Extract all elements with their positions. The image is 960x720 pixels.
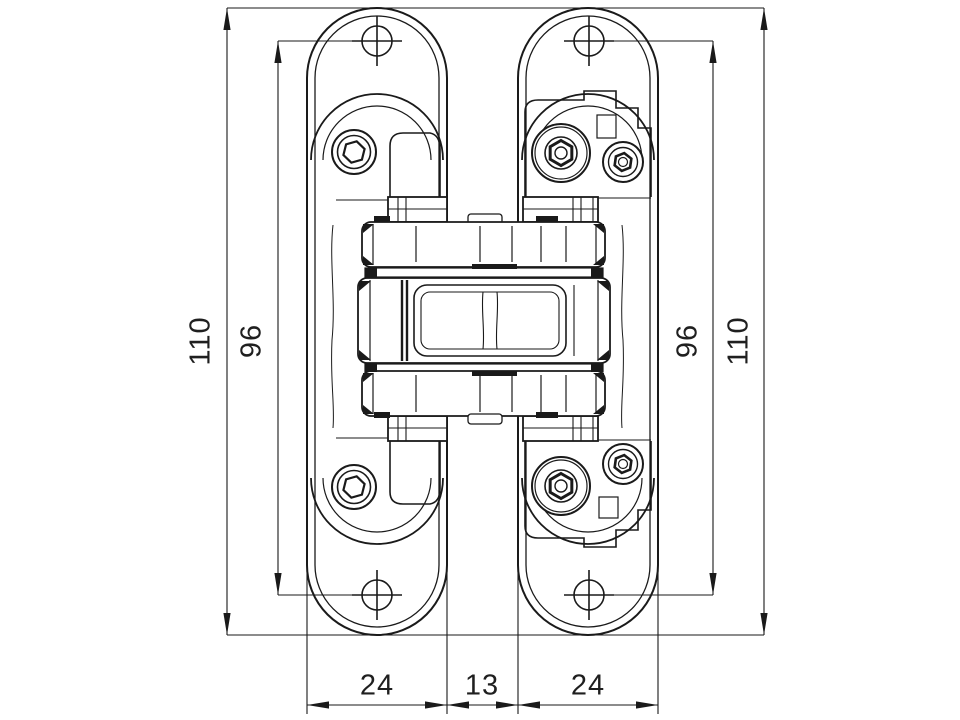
dim-label-bottom-center: 13 [464,669,500,702]
linkage-dark-accents [359,216,609,418]
dim-label-left-inner: 96 [235,323,268,359]
hex-screw-lower-right-small [601,442,645,486]
screw-hole-bottom-right [563,569,615,621]
dim-label-left-outer: 110 [184,316,217,366]
screw-hole-top-left [351,15,403,67]
screw-hole-bottom-left [351,569,403,621]
dimension-arrows [223,8,768,709]
dim-label-right-outer: 110 [722,316,755,366]
dim-label-bottom-left: 24 [359,669,395,702]
hex-screw-upper-right-small [601,140,645,184]
dimension-lines [226,7,765,714]
dim-label-bottom-right: 24 [570,669,606,702]
hex-screw-lower-left [330,463,378,511]
hex-screw-lower-right-large [530,455,592,517]
center-linkage [357,196,611,442]
dim-label-right-inner: 96 [671,323,704,359]
hex-screw-upper-right-large [530,122,592,184]
screw-hole-top-right [563,15,615,67]
hex-screw-upper-left [330,128,378,176]
